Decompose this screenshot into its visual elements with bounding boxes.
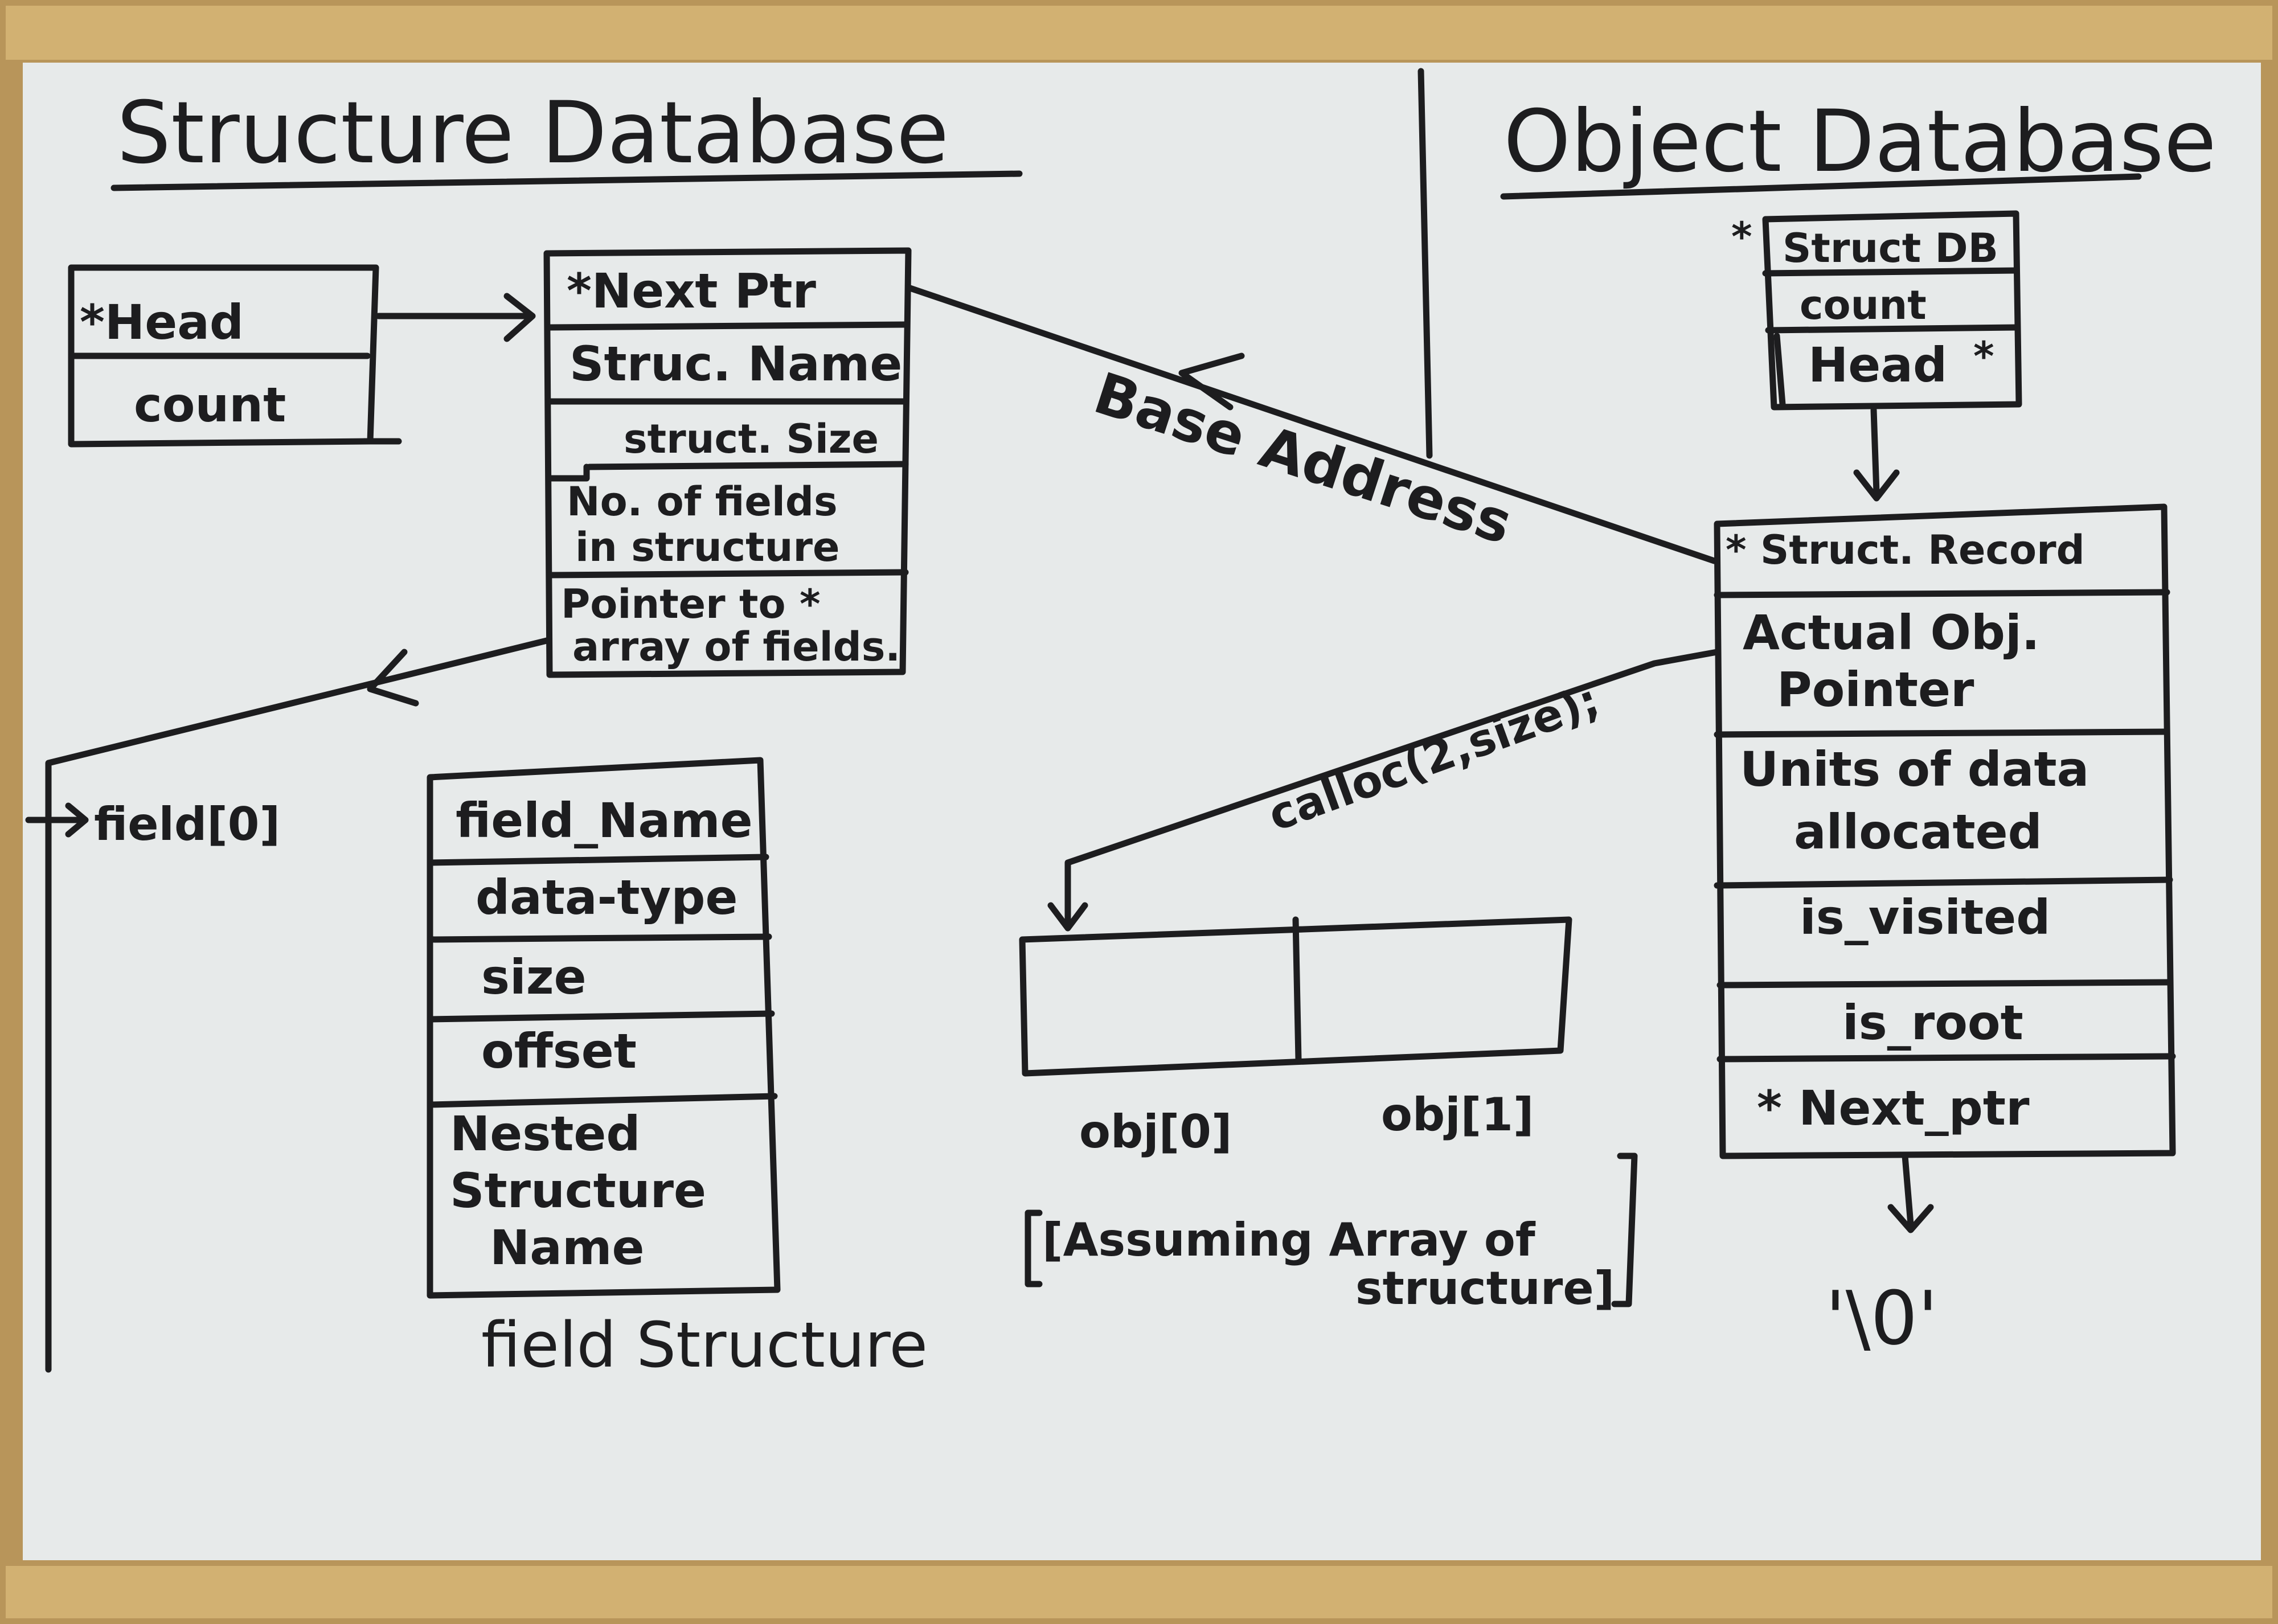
num-fields-cell-line2: in structure	[575, 524, 839, 571]
struct-db-cell: Struct DB	[1783, 225, 1998, 272]
calloc-pointer-line	[1047, 649, 1720, 932]
object-array: obj[0] obj[1]	[1019, 916, 1572, 1158]
nested-cell: Nested	[450, 1106, 641, 1162]
structure-db-title: Structure Database	[117, 84, 949, 183]
struct-size-cell: struct. Size	[624, 416, 879, 462]
obj1-label: obj[1]	[1381, 1088, 1534, 1141]
actual-obj-pointer-cell-line2: Pointer	[1777, 662, 1974, 717]
struct-record-cell: * Struct. Record	[1726, 527, 2085, 573]
is-visited-cell: is_visited	[1800, 889, 2050, 945]
count-cell: count	[134, 377, 286, 433]
obj0-label: obj[0]	[1079, 1105, 1232, 1158]
field-name-cell: field_Name	[456, 793, 753, 848]
offset-cell: offset	[481, 1023, 637, 1079]
object-head-cell: Head	[1808, 337, 1947, 393]
fields-pointer-cell-line2: array of fields.	[572, 624, 900, 670]
base-address-line	[905, 284, 1718, 564]
field-structure-caption: field Structure	[481, 1309, 928, 1381]
object-head-star: *	[1973, 333, 1994, 380]
note-bracket-right	[1611, 1153, 1638, 1307]
nested-cell-line3: Name	[490, 1220, 644, 1276]
head-count-box: *Head count	[68, 264, 402, 448]
is-root-cell: is_root	[1842, 995, 2023, 1051]
field0-arrow	[25, 802, 89, 838]
object-db-star-left: *	[1731, 214, 1752, 260]
field-structure-box: field_Name data-type size offset Nested …	[427, 757, 781, 1299]
nested-cell-line2: Structure	[450, 1163, 706, 1219]
null-terminator-label: '\0'	[1825, 1275, 1938, 1361]
head-to-record-arrow	[1853, 407, 1900, 502]
head-cell: *Head	[80, 294, 244, 350]
fields-pointer-arrowhead	[367, 649, 419, 707]
size-cell: size	[481, 949, 587, 1005]
frame-top	[6, 6, 2272, 60]
structure-db-title-underline	[110, 170, 1023, 191]
units-allocated-cell: Units of data	[1740, 741, 2089, 797]
next-ptr-record-cell: * Next_ptr	[1757, 1080, 2030, 1136]
object-db-title-underline	[1500, 173, 2142, 200]
fields-pointer-cell: Pointer to *	[561, 581, 821, 628]
base-address-arrowhead	[1178, 352, 1245, 411]
array-note-line2: structure]	[1355, 1262, 1615, 1315]
head-to-struct-arrow	[375, 293, 536, 342]
section-divider	[1417, 68, 1433, 459]
next-ptr-cell: *Next Ptr	[567, 263, 816, 319]
array-note-line1: [Assuming Array of	[1042, 1213, 1536, 1266]
num-fields-cell: No. of fields	[567, 478, 838, 525]
next-to-null-arrow	[1887, 1153, 1934, 1233]
field0-label: field[0]	[94, 798, 280, 851]
object-count-cell: count	[1800, 282, 1927, 329]
note-bracket-left	[1025, 1209, 1043, 1287]
struc-name-cell: Struc. Name	[570, 336, 902, 392]
actual-obj-pointer-cell: Actual Obj.	[1743, 605, 2040, 661]
units-allocated-cell-line2: allocated	[1794, 804, 2042, 860]
data-type-cell: data-type	[476, 870, 738, 925]
object-record-box: * Struct. Record Actual Obj. Pointer Uni…	[1714, 503, 2176, 1159]
struct-record-box: *Next Ptr Struc. Name struct. Size No. o…	[543, 247, 912, 678]
frame-bottom	[6, 1566, 2272, 1618]
board-surface	[23, 63, 2261, 1560]
object-db-header-box: * Struct DB count Head *	[1731, 210, 2022, 411]
